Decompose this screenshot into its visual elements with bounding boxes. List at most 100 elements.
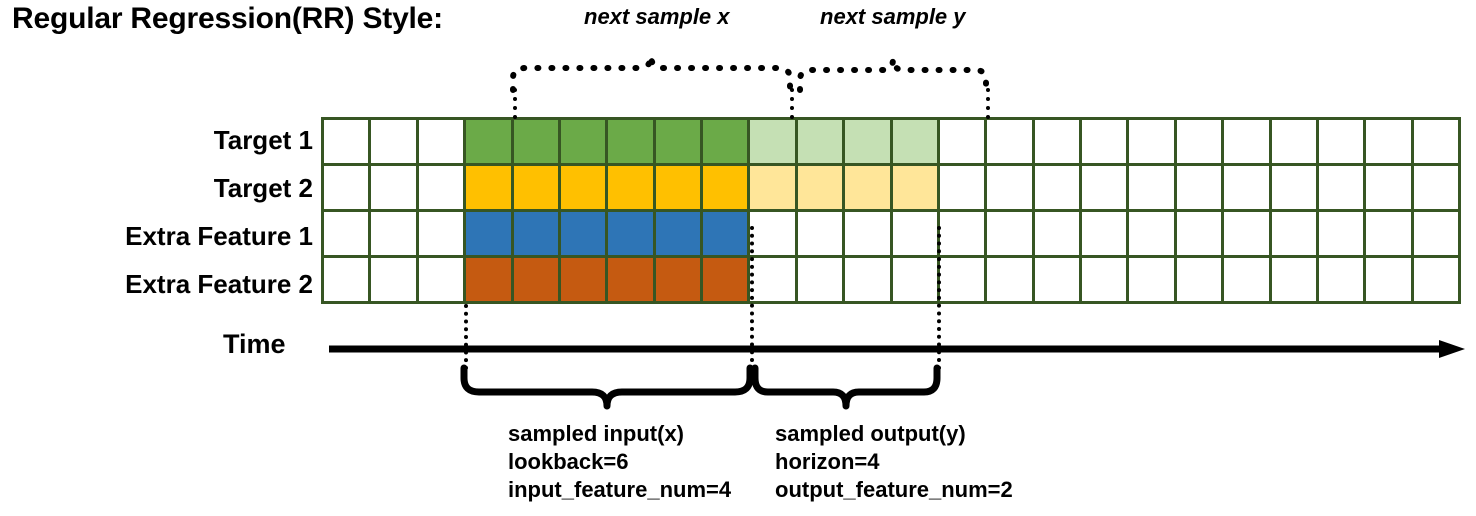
- grid-cell-extra-feature-1-24-blank: [1413, 212, 1458, 255]
- time-axis-arrow: [329, 340, 1465, 358]
- grid-cell-extra-feature-2-7-input: [608, 258, 653, 301]
- grid-cell-target-2-12-output: [845, 166, 890, 209]
- grid-cell-extra-feature-1-6-input: [560, 212, 606, 255]
- grid-cell-target-1-22-blank: [1318, 120, 1364, 163]
- grid-cell-extra-feature-2-1-blank: [324, 258, 369, 301]
- grid-cell-extra-feature-1-20-blank: [1224, 212, 1269, 255]
- grid-cell-extra-feature-2-5-input: [513, 258, 558, 301]
- grid-cell-extra-feature-1-11-blank: [797, 212, 843, 255]
- grid-cell-target-1-16-blank: [1034, 120, 1079, 163]
- caption-next-sample-y: next sample y: [820, 4, 966, 29]
- grid-cell-extra-feature-1-7-input: [608, 212, 653, 255]
- grid-cell-extra-feature-1-22-blank: [1318, 212, 1364, 255]
- time-axis-label: Time: [223, 329, 286, 359]
- grid-cell-target-2-21-blank: [1271, 166, 1316, 209]
- grid-cell-target-1-4-input: [466, 120, 511, 163]
- grid-cell-extra-feature-1-9-input: [703, 212, 748, 255]
- grid-cell-target-2-19-blank: [1176, 166, 1222, 209]
- grid-cell-target-1-21-blank: [1271, 120, 1316, 163]
- grid-cell-target-2-10-output: [750, 166, 795, 209]
- grid-cell-target-2-22-blank: [1318, 166, 1364, 209]
- guide-line-output-end: [937, 226, 941, 370]
- guide-line-top-x-start: [513, 88, 517, 119]
- grid-cell-extra-feature-2-6-input: [560, 258, 606, 301]
- grid-cell-extra-feature-1-15-blank: [987, 212, 1032, 255]
- grid-cell-target-2-20-blank: [1224, 166, 1269, 209]
- grid-cell-target-1-7-input: [608, 120, 653, 163]
- row-label-target-2: Target 2: [213, 173, 313, 203]
- grid-cell-target-1-1-blank: [324, 120, 369, 163]
- grid-cell-target-1-13-output: [892, 120, 937, 163]
- grid-cell-extra-feature-1-10-blank: [750, 212, 795, 255]
- grid-cell-extra-feature-2-10-blank: [750, 258, 795, 301]
- grid-cell-extra-feature-1-16-blank: [1034, 212, 1079, 255]
- annotation-sampled-output-line-2: horizon=4: [775, 449, 880, 475]
- grid-cell-extra-feature-1-14-blank: [939, 212, 985, 255]
- grid-cell-extra-feature-1-5-input: [513, 212, 558, 255]
- grid-cell-target-2-3-blank: [418, 166, 464, 209]
- grid-cell-target-1-5-input: [513, 120, 558, 163]
- grid-cell-extra-feature-1-19-blank: [1176, 212, 1222, 255]
- grid-cell-extra-feature-1-18-blank: [1129, 212, 1174, 255]
- grid-cell-target-2-14-blank: [939, 166, 985, 209]
- grid-cell-extra-feature-2-21-blank: [1271, 258, 1316, 301]
- grid-cell-target-1-15-blank: [987, 120, 1032, 163]
- row-label-target-1: Target 1: [213, 125, 313, 155]
- grid-cell-extra-feature-2-16-blank: [1034, 258, 1079, 301]
- annotation-sampled-output-line-3: output_feature_num=2: [775, 477, 1013, 503]
- annotation-sampled-output: sampled output(y) horizon=4 output_featu…: [775, 420, 1013, 504]
- grid-cell-target-1-17-blank: [1082, 120, 1127, 163]
- grid-cell-target-2-18-blank: [1129, 166, 1174, 209]
- grid-cell-target-1-6-input: [560, 120, 606, 163]
- grid-cell-extra-feature-2-15-blank: [987, 258, 1032, 301]
- grid-cell-target-2-16-blank: [1034, 166, 1079, 209]
- grid-cell-target-2-23-blank: [1366, 166, 1411, 209]
- grid-cell-target-2-4-input: [466, 166, 511, 209]
- grid-cell-extra-feature-1-12-blank: [845, 212, 890, 255]
- row-label-extra-feature-2: Extra Feature 2: [125, 269, 313, 299]
- grid-cell-target-2-6-input: [560, 166, 606, 209]
- grid-cell-extra-feature-1-3-blank: [418, 212, 464, 255]
- grid-cell-extra-feature-2-23-blank: [1366, 258, 1411, 301]
- annotation-sampled-input-line-3: input_feature_num=4: [508, 477, 732, 503]
- grid-cell-extra-feature-1-13-blank: [892, 212, 937, 255]
- grid-cell-extra-feature-1-2-blank: [371, 212, 416, 255]
- grid-cell-extra-feature-2-2-blank: [371, 258, 416, 301]
- grid-cell-target-2-15-blank: [987, 166, 1032, 209]
- grid-cell-target-1-2-blank: [371, 120, 416, 163]
- grid-cell-extra-feature-2-19-blank: [1176, 258, 1222, 301]
- grid-cell-extra-feature-2-8-input: [655, 258, 700, 301]
- grid-cell-extra-feature-2-11-blank: [797, 258, 843, 301]
- guide-line-top-x-end: [790, 88, 794, 119]
- grid-cell-extra-feature-2-12-blank: [845, 258, 890, 301]
- guide-line-top-y-end: [986, 88, 990, 119]
- grid-cell-extra-feature-2-14-blank: [939, 258, 985, 301]
- grid-cell-extra-feature-1-23-blank: [1366, 212, 1411, 255]
- grid-cell-target-1-10-output: [750, 120, 795, 163]
- guide-line-input-end: [750, 226, 754, 370]
- grid-cell-target-1-23-blank: [1366, 120, 1411, 163]
- grid-cell-extra-feature-2-3-blank: [418, 258, 464, 301]
- grid-cell-extra-feature-1-21-blank: [1271, 212, 1316, 255]
- annotation-sampled-output-line-1: sampled output(y): [775, 421, 966, 446]
- grid-cell-extra-feature-1-17-blank: [1082, 212, 1127, 255]
- timeline-grid: [321, 117, 1461, 304]
- grid-cell-target-2-17-blank: [1082, 166, 1127, 209]
- grid-cell-extra-feature-2-22-blank: [1318, 258, 1364, 301]
- grid-cell-target-2-11-output: [797, 166, 843, 209]
- grid-cell-target-2-2-blank: [371, 166, 416, 209]
- page-title: Regular Regression(RR) Style:: [12, 2, 443, 35]
- grid-cell-target-1-11-output: [797, 120, 843, 163]
- grid-cell-target-1-24-blank: [1413, 120, 1458, 163]
- annotation-sampled-input-line-1: sampled input(x): [508, 421, 685, 446]
- grid-cell-extra-feature-2-9-input: [703, 258, 748, 301]
- grid-cell-target-2-8-input: [655, 166, 700, 209]
- grid-cell-extra-feature-2-17-blank: [1082, 258, 1127, 301]
- grid-cell-extra-feature-2-4-input: [466, 258, 511, 301]
- grid-cell-target-1-18-blank: [1129, 120, 1174, 163]
- grid-cell-target-1-20-blank: [1224, 120, 1269, 163]
- grid-cell-target-2-1-blank: [324, 166, 369, 209]
- grid-cell-extra-feature-1-4-input: [466, 212, 511, 255]
- grid-cell-extra-feature-2-18-blank: [1129, 258, 1174, 301]
